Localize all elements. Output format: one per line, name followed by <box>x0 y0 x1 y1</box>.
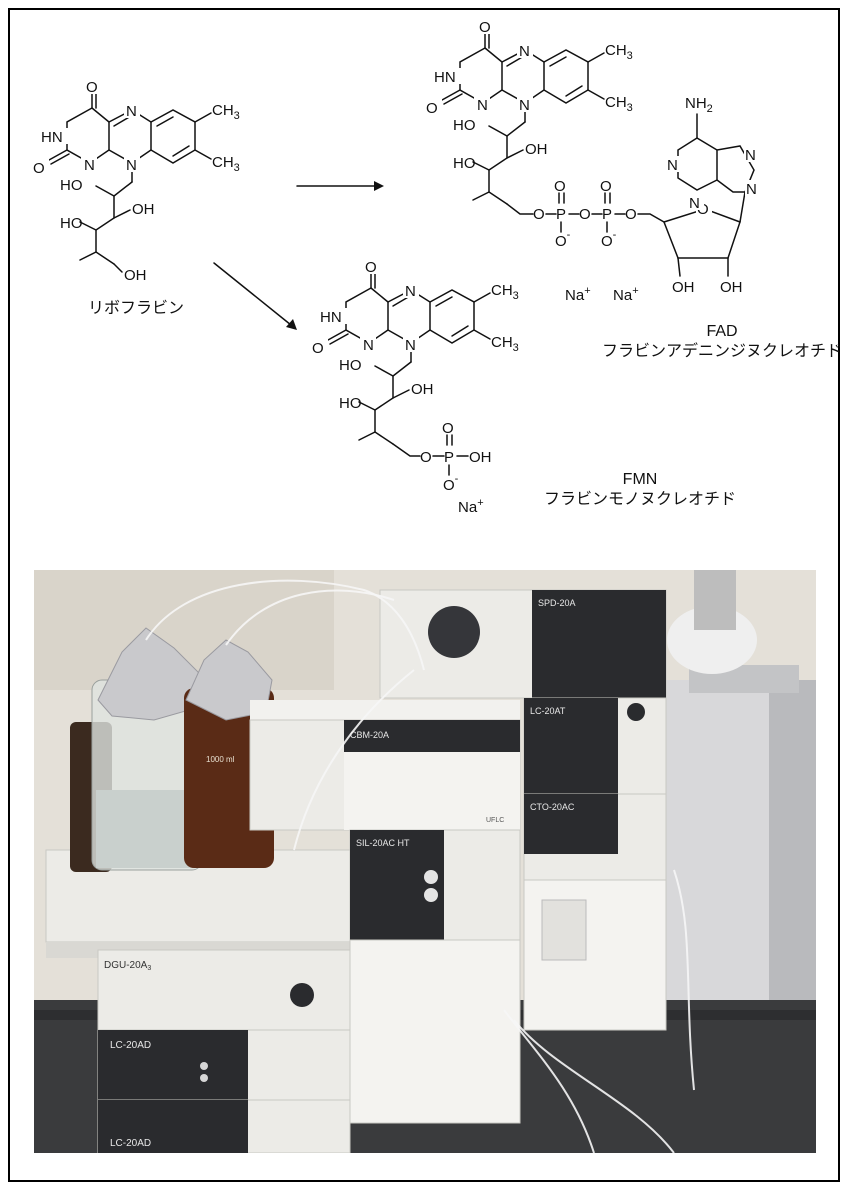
metal-fitting <box>694 570 736 630</box>
tubing-line <box>145 579 425 671</box>
atom-o-label: O <box>442 420 454 437</box>
autosampler-label: SIL-20AC HT <box>356 838 410 848</box>
phosphorus-label: P <box>444 449 454 466</box>
tubing-line <box>673 869 695 1091</box>
oven-sticker <box>541 899 587 961</box>
hplc-system-photo: DGU-20A3 LC-20AD LC-20AD 1000 ml <box>34 570 816 1153</box>
chemical-structures-diagram: O HN O N N N CH3 CH3 HO HO OH <box>32 17 842 516</box>
button-icon <box>200 1062 208 1070</box>
right-pump-panel <box>524 698 618 794</box>
pump-panel-1 <box>98 1030 248 1100</box>
oven-label: CTO-20AC <box>530 802 575 812</box>
oven-panel <box>524 794 618 854</box>
button-icon <box>200 1074 208 1082</box>
ester-oxygen-label: O <box>625 206 637 223</box>
controller-top <box>250 700 520 720</box>
center-module-stack: CBM-20A UFLC SIL-20AC HT <box>249 700 521 1124</box>
atom-n-label: N <box>746 181 757 198</box>
knob-icon <box>290 983 314 1007</box>
phosphorus-label: P <box>602 206 612 223</box>
pump-panel-2 <box>98 1100 248 1153</box>
pump-label-2: LC-20AD <box>110 1138 151 1149</box>
clear-bottle-liquid <box>96 790 198 868</box>
degasser-label: DGU-20A3 <box>104 960 151 972</box>
controller-label: CBM-20A <box>350 730 389 740</box>
detector-panel <box>532 590 666 698</box>
riboflavin-structure: OH リボフラビン <box>32 77 241 317</box>
fmn-caption: FMN <box>623 471 658 488</box>
atom-o-label: O <box>600 178 612 195</box>
pump-label-1: LC-20AD <box>110 1040 151 1051</box>
atom-n-label: N <box>689 195 700 212</box>
atom-n-label: N <box>745 147 756 164</box>
right-pump-label: LC-20AT <box>530 706 566 716</box>
solvent-tubing <box>145 579 695 1153</box>
tubing-line <box>503 1009 595 1153</box>
sodium-ion-label: Na+ <box>458 497 484 516</box>
fad-structure: O P O O- O P O O- O O OH OH N N <box>425 17 842 360</box>
reaction-arrow-to-fmn <box>213 262 297 330</box>
tubing-line <box>513 1019 675 1153</box>
bridge-oxygen-label: O <box>579 206 591 223</box>
reaction-arrow-to-fad <box>296 181 384 191</box>
phosphorus-label: P <box>556 206 566 223</box>
vent-icon <box>428 606 480 658</box>
autosampler-base <box>349 939 521 1124</box>
fad-caption-jp: フラビンアデニンジヌクレオチド <box>602 341 842 360</box>
left-module-stack: DGU-20A3 LC-20AD LC-20AD <box>45 849 351 1153</box>
brand-badge: UFLC <box>486 817 504 824</box>
bottle-volume-label: 1000 ml <box>206 755 235 764</box>
hydroxyl-label: OH <box>720 279 743 296</box>
side-instrument-dark <box>769 680 816 1010</box>
hydroxyl-label: OH <box>672 279 695 296</box>
hplc-photo-illustration: DGU-20A3 LC-20AD LC-20AD 1000 ml <box>34 570 816 1153</box>
fmn-caption-jp: フラビンモノヌクレオチド <box>544 490 736 508</box>
oxide-label: O- <box>601 229 617 250</box>
tubing-line <box>293 669 415 851</box>
autosampler-panel <box>350 830 444 940</box>
right-module-stack: SPD-20A LC-20AT CTO-20AC <box>379 589 667 1031</box>
hydroxyl-label: OH <box>469 449 492 466</box>
riboflavin-caption: リボフラビン <box>88 299 184 317</box>
fad-caption: FAD <box>706 323 737 340</box>
fmn-structure: O P O O- OH Na+ FMN フラビンモノヌクレオチド <box>311 257 736 516</box>
button-icon <box>424 888 438 902</box>
controller-panel <box>344 720 520 752</box>
oxide-label: O- <box>555 229 571 250</box>
button-icon <box>424 870 438 884</box>
sodium-ion-label: Na+ <box>613 285 639 304</box>
tubing-line <box>225 589 395 646</box>
sodium-ion-label: Na+ <box>565 285 591 304</box>
atom-o-label: O <box>554 178 566 195</box>
oxide-label: O- <box>443 473 459 494</box>
amine-label: NH2 <box>685 95 713 115</box>
ester-oxygen-label: O <box>420 449 432 466</box>
knob-icon <box>627 703 645 721</box>
detector-label: SPD-20A <box>538 598 576 608</box>
atom-n-label: N <box>667 157 678 174</box>
hydroxyl-label: OH <box>124 267 147 284</box>
ester-oxygen-label: O <box>533 206 545 223</box>
